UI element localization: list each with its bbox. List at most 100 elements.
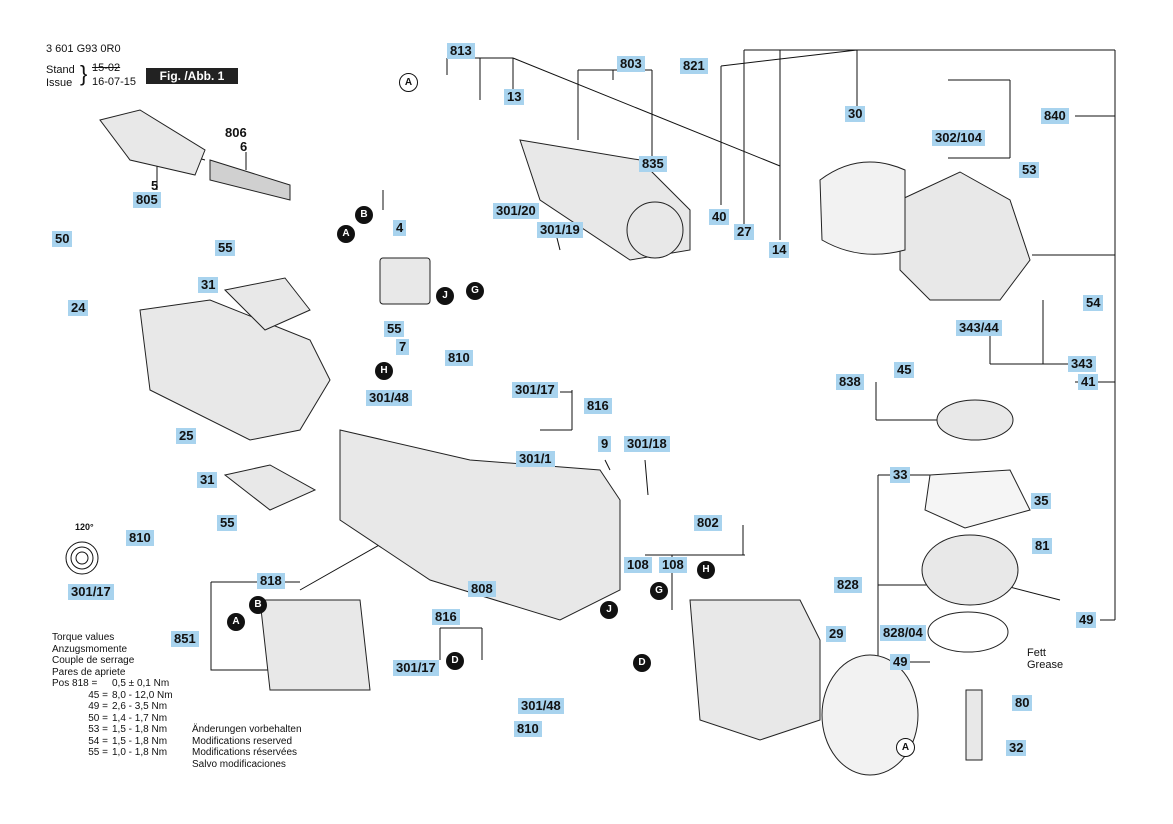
torque-values-table: Torque values Anzugsmomente Couple de se… bbox=[52, 632, 173, 759]
label-80: 80 bbox=[1012, 695, 1033, 711]
torque-pos: 49 = bbox=[88, 701, 108, 712]
label-810-top: 810 bbox=[445, 350, 473, 366]
label-13: 13 bbox=[504, 89, 525, 105]
issue-value: 16-07-15 bbox=[92, 76, 137, 88]
torque-pos: 50 = bbox=[88, 712, 108, 724]
label-802: 802 bbox=[694, 515, 722, 531]
grease-note-en: Grease bbox=[1027, 659, 1064, 671]
label-816-bottom: 816 bbox=[432, 609, 460, 625]
label-35: 35 bbox=[1031, 493, 1052, 509]
torque-row: Pos 818 =0,5 ± 0,1 Nm bbox=[52, 678, 173, 690]
marker-b-top: B bbox=[355, 206, 373, 224]
modifications-en: Modifications reserved bbox=[192, 735, 293, 747]
torque-row: 49 =2,6 - 3,5 Nm bbox=[52, 701, 173, 713]
label-301-17-top: 301/17 bbox=[512, 382, 558, 398]
label-49-right: 49 bbox=[1076, 612, 1097, 628]
label-54: 54 bbox=[1083, 295, 1104, 311]
label-818: 818 bbox=[257, 573, 285, 589]
marker-h-brush: H bbox=[375, 362, 393, 380]
label-4: 4 bbox=[393, 220, 407, 236]
label-803: 803 bbox=[617, 56, 645, 72]
torque-value: 1,5 - 1,8 Nm bbox=[112, 724, 168, 735]
grease-note-de: Fett bbox=[1027, 647, 1046, 659]
label-33: 33 bbox=[890, 467, 911, 483]
label-32: 32 bbox=[1006, 740, 1027, 756]
label-838: 838 bbox=[836, 374, 864, 390]
torque-title-es: Pares de apriete bbox=[52, 666, 126, 678]
torque-pos: 55 = bbox=[88, 747, 108, 758]
figure-badge: Fig. /Abb. 1 bbox=[146, 68, 238, 84]
torque-row: 53 = 1,5 - 1,8 Nm bbox=[52, 724, 173, 736]
torque-row: 50 = 1,4 - 1,7 Nm bbox=[52, 713, 173, 725]
label-9: 9 bbox=[598, 436, 612, 452]
label-5: 5 bbox=[151, 178, 159, 193]
label-813: 813 bbox=[447, 43, 475, 59]
label-343-44: 343/44 bbox=[956, 320, 1002, 336]
label-24: 24 bbox=[68, 300, 89, 316]
label-14: 14 bbox=[769, 242, 790, 258]
brace-icon: } bbox=[80, 61, 88, 86]
label-816-top: 816 bbox=[584, 398, 612, 414]
stand-label: Stand bbox=[46, 64, 75, 76]
torque-value: 0,5 ± 0,1 Nm bbox=[112, 678, 170, 689]
label-49-left: 49 bbox=[890, 654, 911, 670]
torque-value: 1,0 - 1,8 Nm bbox=[112, 747, 168, 758]
label-45: 45 bbox=[894, 362, 915, 378]
label-40: 40 bbox=[709, 209, 730, 225]
label-301-20: 301/20 bbox=[493, 203, 539, 219]
label-828-04: 828/04 bbox=[880, 625, 926, 641]
label-301-19: 301/19 bbox=[537, 222, 583, 238]
label-301-17-bottom: 301/17 bbox=[393, 660, 439, 676]
label-343: 343 bbox=[1068, 356, 1096, 372]
label-27: 27 bbox=[734, 224, 755, 240]
stand-value: 15-02 bbox=[92, 62, 121, 74]
part-number: 3 601 G93 0R0 bbox=[46, 43, 121, 55]
torque-row: 45 =8,0 - 12,0 Nm bbox=[52, 689, 172, 702]
marker-g-coil: G bbox=[650, 582, 668, 600]
label-808: 808 bbox=[468, 581, 496, 597]
label-301-18: 301/18 bbox=[624, 436, 670, 452]
modifications-de: Änderungen vorbehalten bbox=[192, 724, 302, 735]
marker-a-top: A bbox=[399, 73, 418, 92]
label-108-left: 108 bbox=[624, 557, 652, 573]
torque-title-de: Anzugsmomente bbox=[52, 643, 128, 655]
label-301-48-top: 301/48 bbox=[366, 390, 412, 406]
marker-d-coil: D bbox=[633, 654, 651, 672]
label-302-104: 302/104 bbox=[932, 130, 985, 146]
torque-value: 1,4 - 1,7 Nm bbox=[112, 712, 168, 724]
label-108-right: 108 bbox=[659, 557, 687, 573]
marker-a-851: A bbox=[227, 613, 245, 631]
label-81: 81 bbox=[1032, 538, 1053, 554]
modifications-notice: Änderungen vorbehalten Modifications res… bbox=[192, 724, 302, 770]
label-810-bottom: 810 bbox=[514, 721, 542, 737]
label-7: 7 bbox=[396, 339, 410, 355]
torque-row: 55 = 1,0 - 1,8 Nm bbox=[52, 747, 173, 759]
label-301-17-left: 301/17 bbox=[68, 584, 114, 600]
marker-b-851: B bbox=[249, 596, 267, 614]
label-806: 806 bbox=[225, 125, 247, 140]
modifications-fr: Modifications réservées bbox=[192, 747, 298, 758]
marker-d-brush: D bbox=[446, 652, 464, 670]
label-828: 828 bbox=[834, 577, 862, 593]
label-805: 805 bbox=[133, 192, 161, 208]
torque-row: 54 =1,5 - 1,8 Nm bbox=[52, 736, 173, 748]
angle-label: 120° bbox=[75, 522, 94, 532]
marker-a-flange: A bbox=[896, 738, 915, 757]
label-810-left: 810 bbox=[126, 530, 154, 546]
label-821: 821 bbox=[680, 58, 708, 74]
label-50: 50 bbox=[52, 231, 73, 247]
torque-pos: 54 = bbox=[88, 735, 108, 747]
label-840: 840 bbox=[1041, 108, 1069, 124]
torque-pos: 53 = bbox=[88, 724, 108, 735]
modifications-es: Salvo modificaciones bbox=[192, 758, 286, 770]
marker-g-switch: G bbox=[466, 282, 484, 300]
label-25: 25 bbox=[176, 428, 197, 444]
label-301-1: 301/1 bbox=[516, 451, 555, 467]
label-6: 6 bbox=[240, 139, 248, 154]
marker-a-cord: A bbox=[337, 225, 355, 243]
label-53: 53 bbox=[1019, 162, 1040, 178]
marker-j-switch: J bbox=[436, 287, 454, 305]
torque-title-en: Torque values bbox=[52, 632, 115, 643]
torque-pos: 45 = bbox=[88, 689, 108, 701]
label-41: 41 bbox=[1078, 374, 1099, 390]
